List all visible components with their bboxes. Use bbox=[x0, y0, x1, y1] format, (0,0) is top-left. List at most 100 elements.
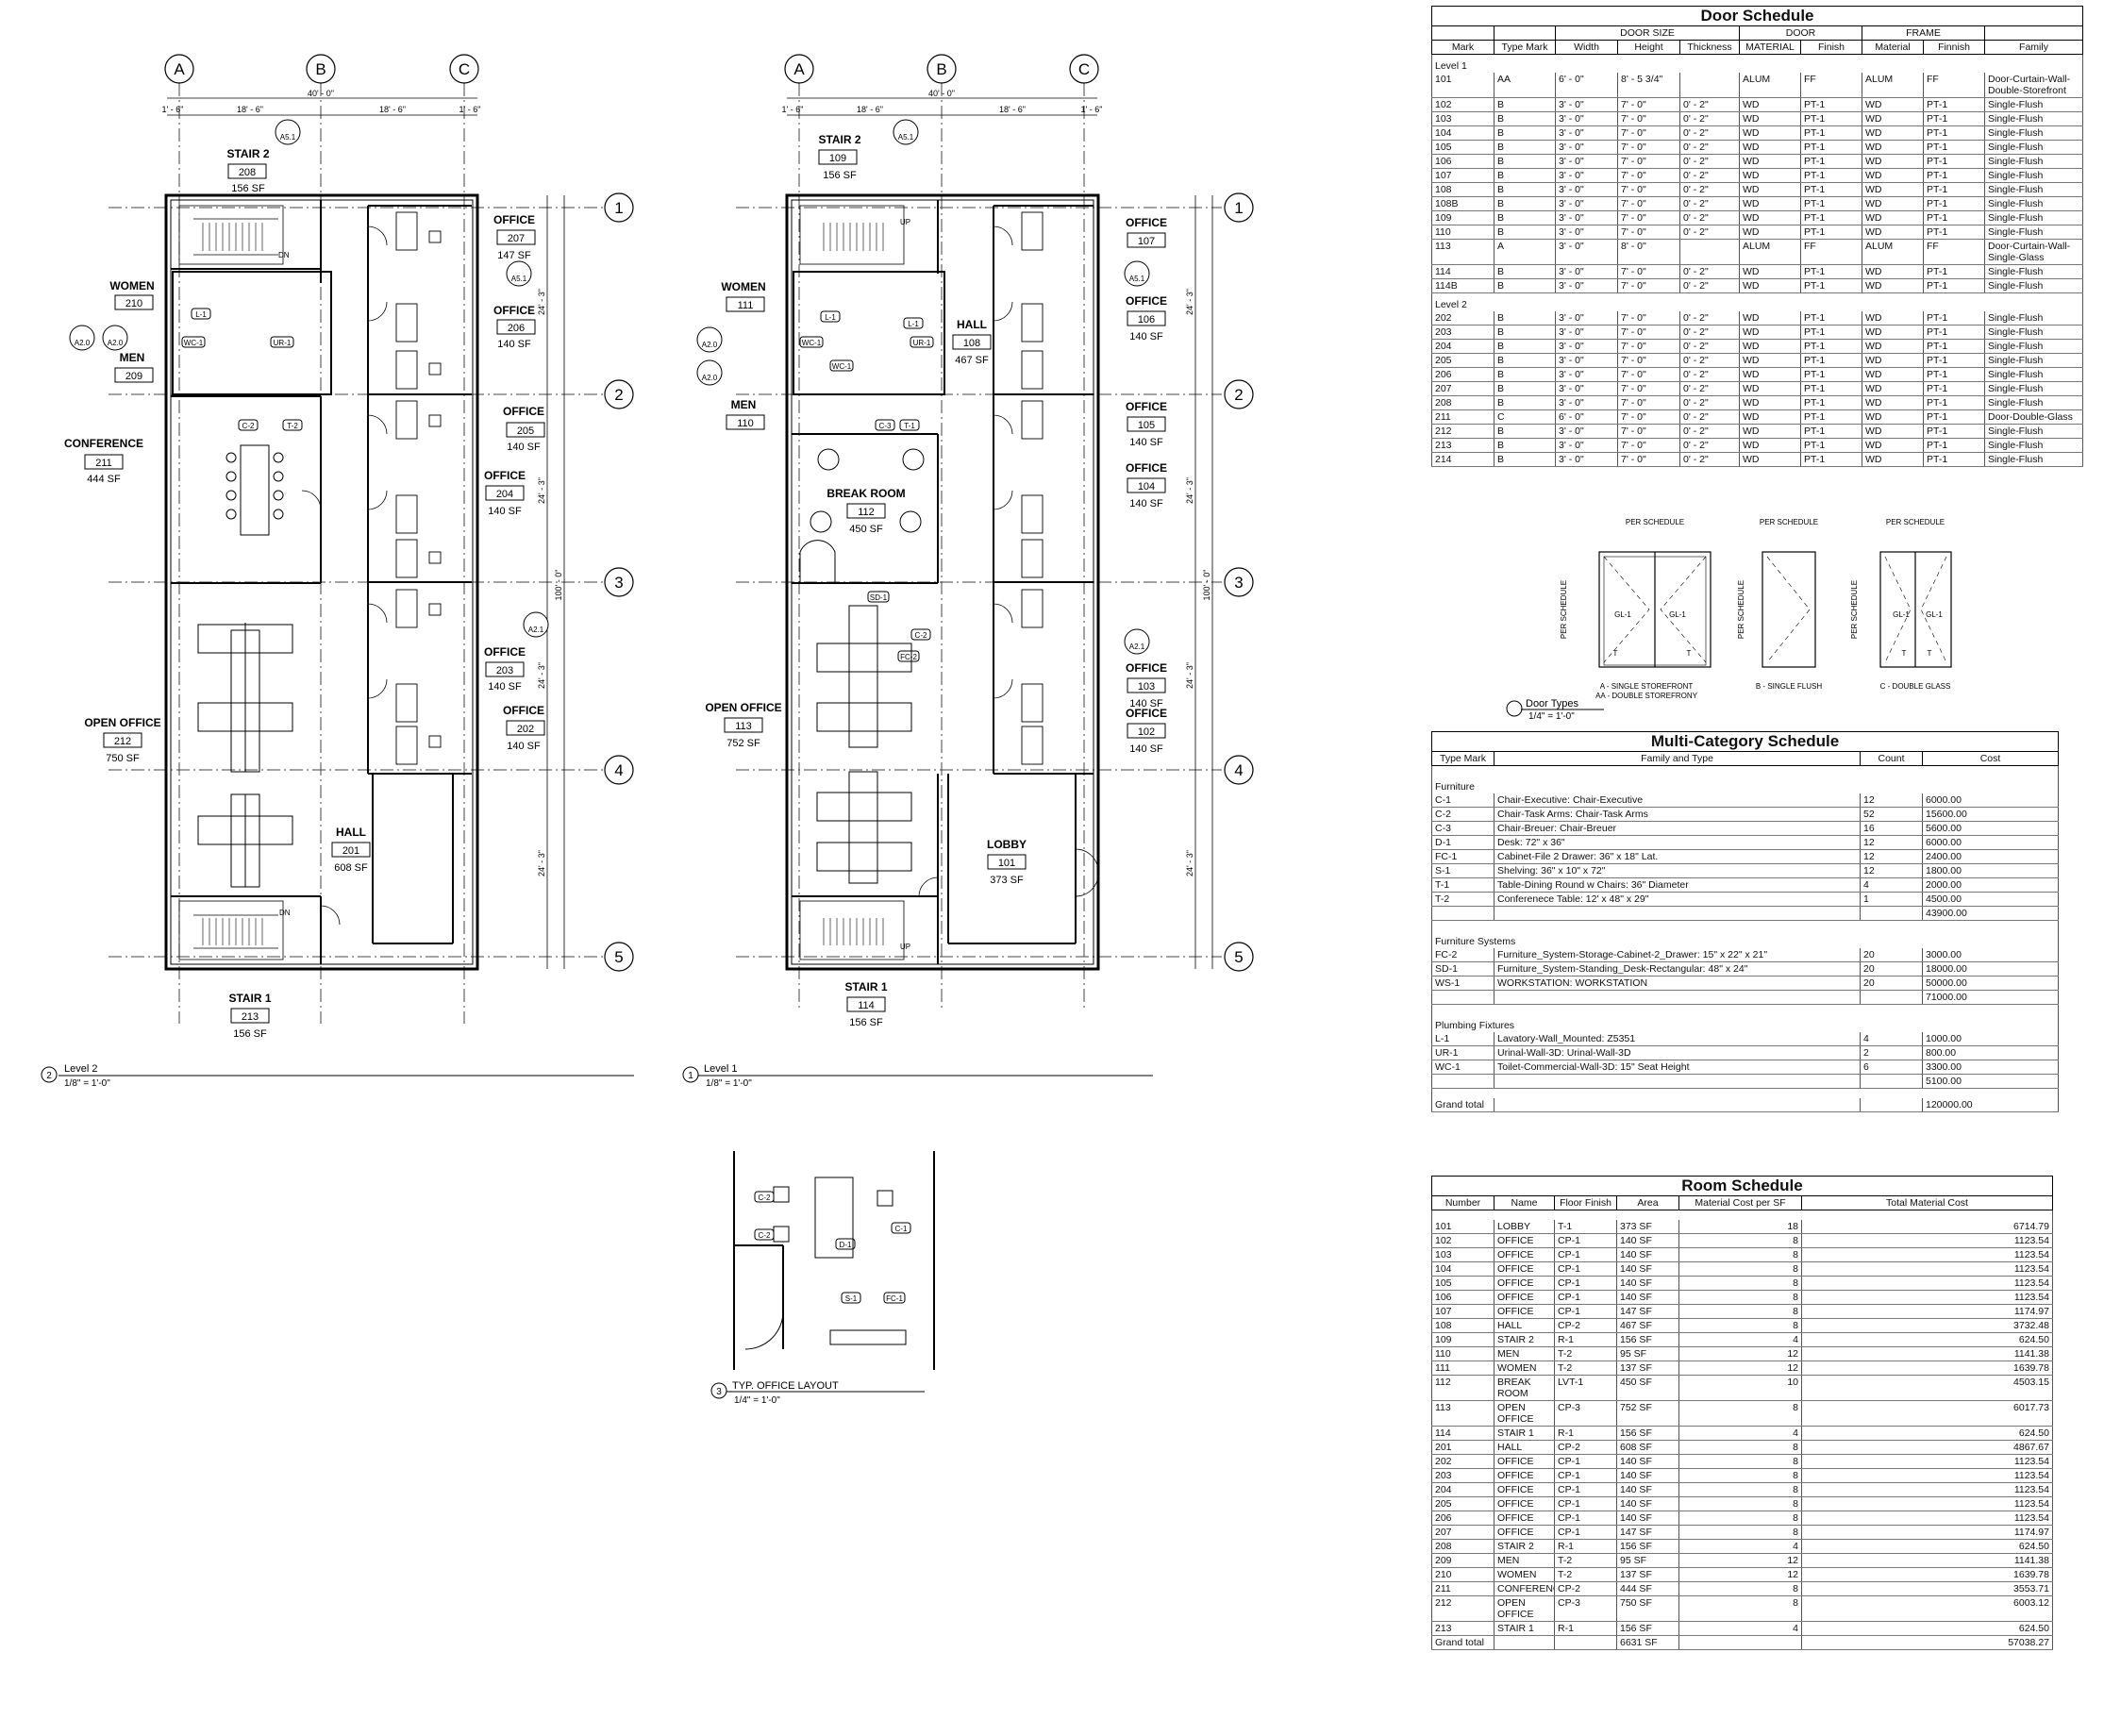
room-cell: 1123.54 bbox=[1801, 1496, 2053, 1511]
room-cell: OFFICE bbox=[1494, 1511, 1555, 1526]
door-cell: PT-1 bbox=[1800, 424, 1862, 439]
door-cell: 3' - 0" bbox=[1555, 452, 1618, 467]
view-title-office: TYP. OFFICE LAYOUT bbox=[732, 1380, 839, 1392]
door-cell: 3' - 0" bbox=[1555, 196, 1618, 211]
door-cell: PT-1 bbox=[1800, 339, 1862, 354]
room-cell: 140 SF bbox=[1616, 1454, 1679, 1469]
l1-room-area-104: 140 SF bbox=[1129, 498, 1163, 509]
multi-col-count: Count bbox=[1860, 751, 1923, 766]
l1-dim-edge-left: 1' - 6" bbox=[782, 105, 804, 114]
door-cell: B bbox=[1494, 154, 1556, 169]
room-cell: 95 SF bbox=[1616, 1553, 1679, 1568]
multi-spacer bbox=[1431, 765, 2059, 776]
door-cell: Door-Double-Glass bbox=[1983, 409, 2084, 425]
door-cell: 7' - 0" bbox=[1617, 154, 1680, 169]
frame-group: FRAME bbox=[1862, 25, 1985, 41]
l1-sect-ref-a51: A5.1 bbox=[898, 133, 914, 142]
multi-subtotal-row: 43900.00 bbox=[1431, 906, 2059, 921]
room-cell: 156 SF bbox=[1616, 1539, 1679, 1554]
level-1-plan: A B C 1 2 3 4 5 40' - 0" 18' - 6" 18' - … bbox=[682, 54, 1254, 1089]
door-cell: Single-Flush bbox=[1983, 438, 2084, 453]
room-cell: 110 bbox=[1431, 1346, 1495, 1361]
multi-section-row: Furniture Systems bbox=[1431, 930, 2059, 948]
room-cell: 156 SF bbox=[1616, 1332, 1679, 1347]
door-type-gl1-a: GL-1 bbox=[1614, 610, 1631, 619]
door-cell: PT-1 bbox=[1923, 367, 1985, 382]
door-cell: 7' - 0" bbox=[1617, 339, 1680, 354]
room-cell: 4503.15 bbox=[1801, 1375, 2053, 1401]
l1-tag-c2: C-2 bbox=[915, 631, 927, 640]
room-cell: 8 bbox=[1678, 1496, 1802, 1511]
room-cell: 1123.54 bbox=[1801, 1482, 2053, 1497]
room-cell: OFFICE bbox=[1494, 1468, 1555, 1483]
room-cell: 114 bbox=[1431, 1426, 1495, 1441]
l1-tag-wc1-2: WC-1 bbox=[832, 362, 852, 371]
door-cell: B bbox=[1494, 424, 1556, 439]
room-cell: 1639.78 bbox=[1801, 1360, 2053, 1376]
tag-ur1: UR-1 bbox=[274, 339, 292, 347]
door-cell: C bbox=[1494, 409, 1556, 425]
room-name-211: CONFERENCE bbox=[64, 437, 143, 450]
door-cell: PT-1 bbox=[1800, 125, 1862, 141]
room-name-209: MEN bbox=[120, 351, 145, 364]
door-cell: 7' - 0" bbox=[1617, 264, 1680, 279]
multi-cell: 3300.00 bbox=[1922, 1060, 2059, 1075]
room-cell: OFFICE bbox=[1494, 1247, 1555, 1262]
multi-section-label: Furniture bbox=[1431, 776, 2059, 793]
door-cell: B bbox=[1494, 264, 1556, 279]
room-cell: CP-2 bbox=[1554, 1440, 1617, 1455]
multi-cell: Cabinet-File 2 Drawer: 36" x 18" Lat. bbox=[1494, 849, 1861, 864]
room-cell: 8 bbox=[1678, 1233, 1802, 1248]
room-cell: 107 bbox=[1431, 1304, 1495, 1319]
door-cell: 0' - 2" bbox=[1679, 452, 1740, 467]
dim-bay-45: 24' - 3" bbox=[537, 850, 546, 876]
multi-cell: WS-1 bbox=[1431, 976, 1495, 991]
room-area-206: 140 SF bbox=[497, 339, 531, 350]
room-col-number: Number bbox=[1431, 1195, 1495, 1210]
room-cell: CP-2 bbox=[1554, 1318, 1617, 1333]
multi-subtotal: 5100.00 bbox=[1922, 1074, 2059, 1089]
l1-room-name-108: HALL bbox=[957, 318, 987, 331]
room-cell: 1123.54 bbox=[1801, 1233, 2053, 1248]
l1-elev-ref-a20-2: A2.0 bbox=[702, 374, 718, 382]
door-cell: WD bbox=[1739, 140, 1801, 155]
door-cell: WD bbox=[1739, 353, 1801, 368]
l1-room-name-107: OFFICE bbox=[1126, 216, 1167, 229]
sect-ref-a21: A2.1 bbox=[528, 626, 544, 634]
door-size-group: DOOR SIZE bbox=[1555, 25, 1740, 41]
l1-dim-bay-12: 24' - 3" bbox=[1185, 289, 1194, 315]
door-cell: 0' - 2" bbox=[1679, 353, 1740, 368]
l1-stair-up-label-2: UP bbox=[900, 943, 910, 951]
door-cell: PT-1 bbox=[1923, 140, 1985, 155]
room-cell: CP-3 bbox=[1554, 1595, 1617, 1622]
multi-section-label: Furniture Systems bbox=[1431, 930, 2059, 948]
room-area-203: 140 SF bbox=[488, 681, 522, 693]
dim-total-height: 100' - 0" bbox=[554, 570, 563, 601]
room-cell: MEN bbox=[1494, 1553, 1555, 1568]
room-cell: 8 bbox=[1678, 1482, 1802, 1497]
multi-cell: Conferenece Table: 12' x 48" x 29" bbox=[1494, 892, 1861, 907]
door-cell: WD bbox=[1862, 264, 1924, 279]
room-cell: 8 bbox=[1678, 1595, 1802, 1622]
l1-dim-bay-bc: 18' - 6" bbox=[999, 105, 1026, 114]
door-cell: 0' - 2" bbox=[1679, 210, 1740, 225]
room-cell: 140 SF bbox=[1616, 1233, 1679, 1248]
sect-ref-a51-2: A5.1 bbox=[511, 275, 527, 283]
room-cell: 204 bbox=[1431, 1482, 1495, 1497]
door-cell: PT-1 bbox=[1800, 182, 1862, 197]
room-cell: 112 bbox=[1431, 1375, 1495, 1401]
door-cell: 207 bbox=[1431, 381, 1495, 396]
multi-cell: UR-1 bbox=[1431, 1045, 1495, 1060]
l1-room-name-102: OFFICE bbox=[1126, 707, 1167, 720]
